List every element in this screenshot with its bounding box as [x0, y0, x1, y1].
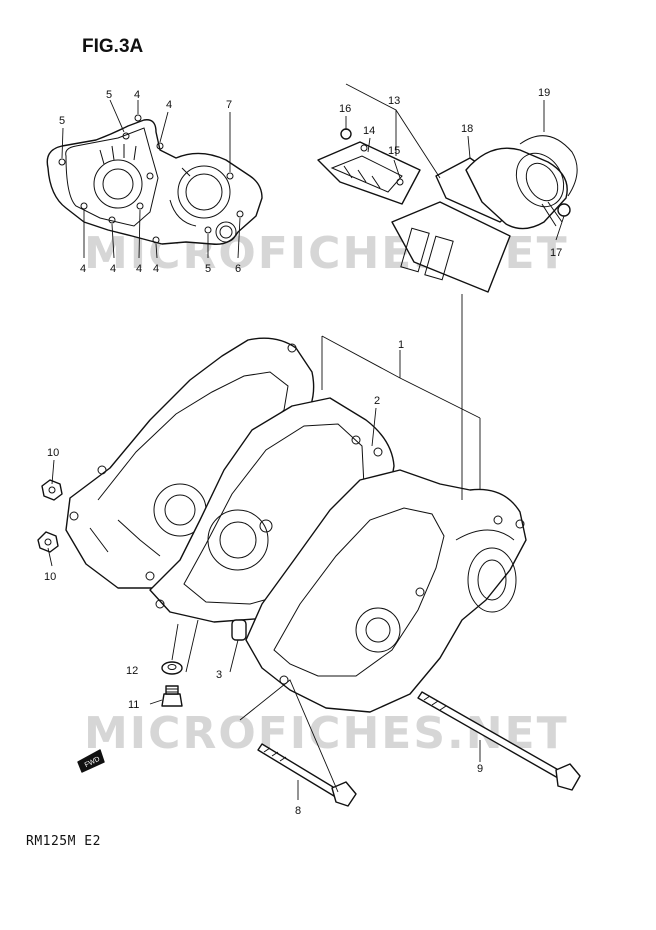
callout-7: 7	[226, 99, 232, 111]
callout-4-d: 4	[110, 263, 116, 275]
callout-10-a: 10	[47, 447, 59, 459]
dowel-pin	[231, 619, 247, 641]
callout-8: 8	[295, 805, 301, 817]
callout-2: 2	[374, 395, 380, 407]
callout-19: 19	[538, 87, 550, 99]
callout-4-f: 4	[153, 263, 159, 275]
leader-lines	[47, 83, 565, 800]
callout-4-a: 4	[134, 89, 140, 101]
nut-upper	[41, 479, 63, 501]
fwd-arrow: FWD	[77, 749, 105, 773]
crankcase-assembly	[65, 337, 527, 713]
callout-11: 11	[128, 699, 139, 711]
callout-5-a: 5	[59, 115, 65, 127]
callout-5-b: 5	[106, 89, 112, 101]
reed-valve-assembly	[317, 128, 578, 293]
callout-10-b: 10	[44, 571, 56, 583]
callout-3: 3	[216, 669, 222, 681]
callout-18: 18	[461, 123, 473, 135]
callout-15: 15	[388, 145, 400, 157]
callout-4-b: 4	[166, 99, 172, 111]
long-bolt-long	[417, 691, 581, 791]
drain-plug	[161, 685, 183, 707]
washer	[161, 661, 183, 675]
crankcase-side-view	[46, 114, 263, 245]
callout-4-e: 4	[136, 263, 142, 275]
figure-title: FIG.3A	[82, 36, 144, 57]
long-bolt-short	[257, 743, 357, 807]
callout-1: 1	[398, 339, 404, 351]
callout-13: 13	[388, 95, 400, 107]
callout-16: 16	[339, 103, 351, 115]
callout-numbers: 1 2 3 4 4 4 4 4 4 4 5 5 5 6 7 8 9 10 10 …	[44, 87, 562, 817]
callout-9: 9	[477, 763, 483, 775]
callout-14: 14	[363, 125, 375, 137]
callout-12: 12	[126, 665, 138, 677]
model-code: RM125M E2	[26, 834, 101, 849]
callout-4-c: 4	[80, 263, 86, 275]
callout-5-c: 5	[205, 263, 211, 275]
callout-6: 6	[235, 263, 241, 275]
callout-17: 17	[550, 247, 562, 259]
nut-lower	[37, 531, 59, 553]
